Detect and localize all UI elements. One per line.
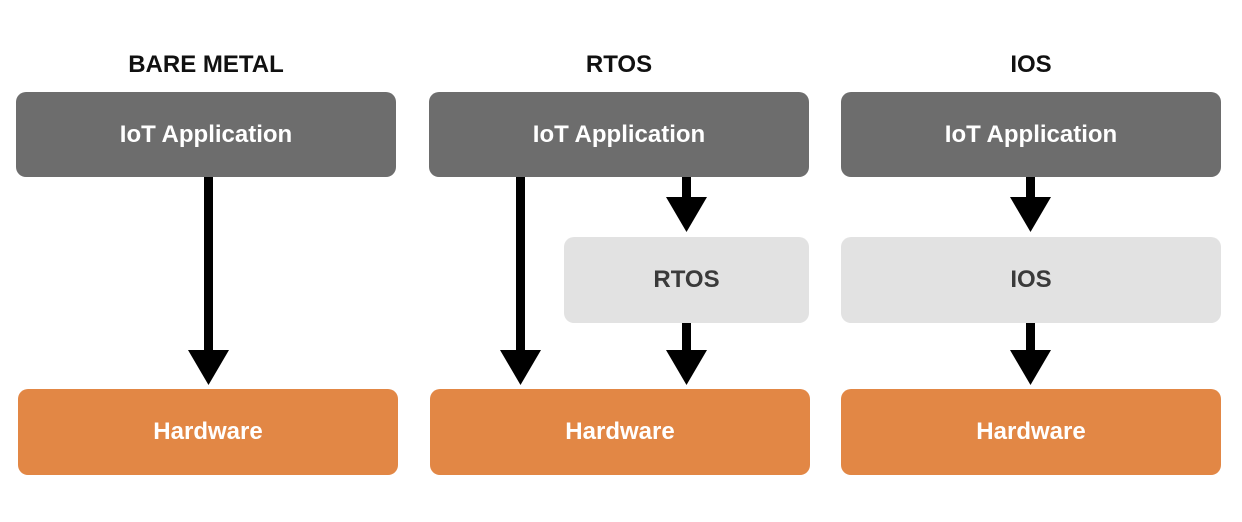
ios-application-box: IoT Application — [841, 92, 1221, 177]
bare-metal-hardware-box: Hardware — [18, 389, 398, 475]
rtos-title: RTOS — [585, 51, 653, 78]
rtos-hardware-label: Hardware — [565, 418, 675, 445]
rtos-layer-box: RTOS — [564, 237, 809, 323]
arrow-ios-app-to-ios-layer — [1010, 177, 1051, 232]
bare-metal-hardware-label: Hardware — [153, 418, 263, 445]
arrow-bare-metal-app-to-hardware — [188, 177, 229, 385]
ios-layer-label: IOS — [1010, 266, 1052, 293]
arrow-ios-layer-to-hardware — [1010, 323, 1051, 385]
bare-metal-application-box: IoT Application — [16, 92, 396, 177]
rtos-layer-label: RTOS — [653, 266, 720, 293]
ios-hardware-label: Hardware — [976, 418, 1086, 445]
rtos-application-box: IoT Application — [429, 92, 809, 177]
arrow-rtos-app-to-rtos-layer — [666, 177, 707, 232]
arrow-rtos-layer-to-hardware — [666, 323, 707, 385]
ios-layer-box: IOS — [841, 237, 1221, 323]
ios-hardware-box: Hardware — [841, 389, 1221, 475]
ios-title: IOS — [1010, 51, 1052, 78]
ios-application-label: IoT Application — [944, 120, 1118, 148]
bare-metal-title: BARE METAL — [128, 51, 284, 78]
bare-metal-application-label: IoT Application — [119, 120, 293, 148]
rtos-hardware-box: Hardware — [430, 389, 810, 475]
arrow-rtos-app-to-hardware — [500, 177, 541, 385]
rtos-application-label: IoT Application — [532, 120, 706, 148]
